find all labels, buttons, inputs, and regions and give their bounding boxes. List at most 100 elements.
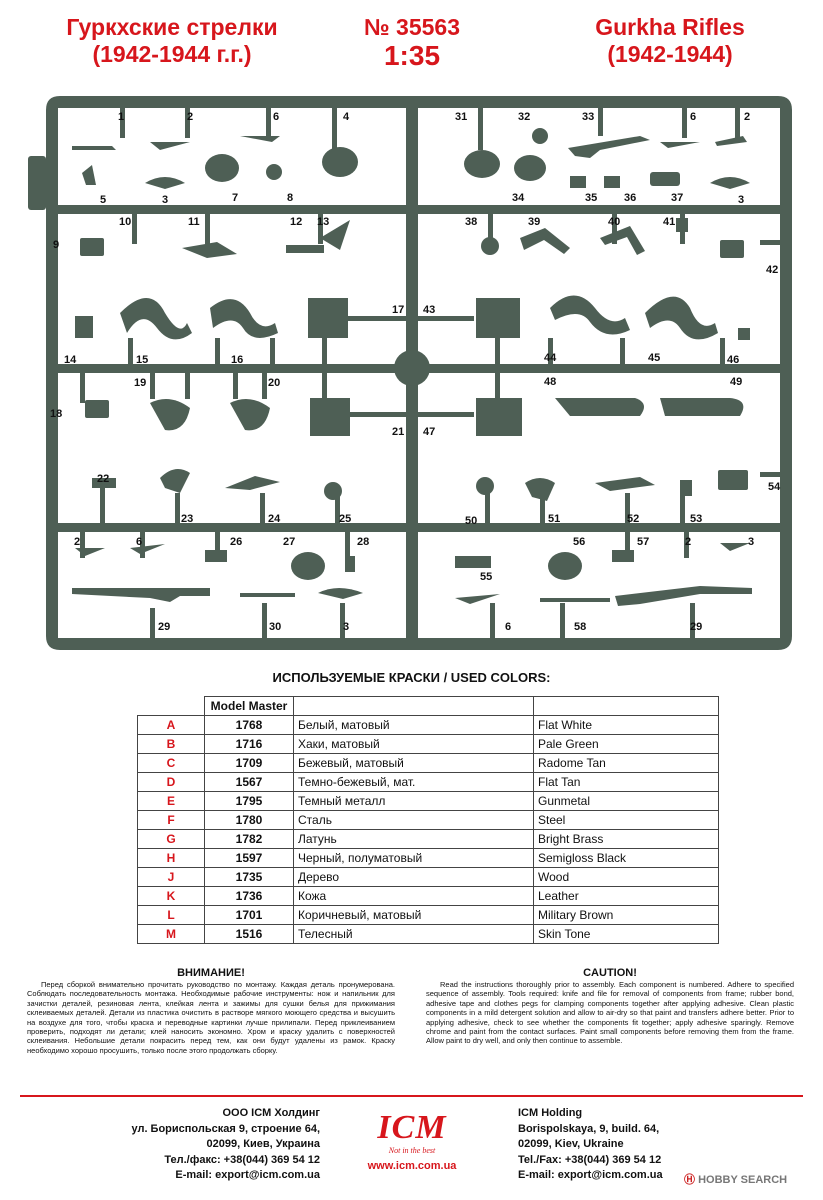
part-number: 53 (690, 513, 703, 525)
address-russian: ООО ICM Холдинг ул. Бориспольская 9, стр… (80, 1106, 320, 1184)
header-empty (138, 697, 205, 716)
address-line: E-mail: export@icm.com.ua (175, 1169, 320, 1181)
address-line: Tel./Fax: +38(044) 369 54 12 (518, 1153, 662, 1166)
color-code-cell: 1736 (204, 886, 294, 906)
part-number: 54 (768, 481, 781, 493)
color-ru-cell: Темно-бежевый, мат. (293, 772, 534, 792)
part-number: 45 (648, 352, 661, 364)
title-russian-line2: (1942-1944 г.г.) (92, 41, 252, 67)
title-russian-line1: Гуркхские стрелки (66, 14, 278, 40)
address-line: ООО ICM Холдинг (222, 1107, 320, 1119)
color-code-cell: 1567 (204, 772, 294, 792)
part-number: 2 (685, 536, 692, 548)
part-number: 19 (134, 377, 147, 389)
part-number: 9 (53, 239, 60, 251)
color-letter-cell: A (137, 715, 205, 735)
part-number: 2 (74, 536, 81, 548)
part-number: 3 (738, 194, 745, 206)
logo-tagline: Not in the best (388, 1146, 436, 1155)
part-number: 38 (465, 216, 478, 228)
part-number: 49 (730, 376, 743, 388)
color-en-cell: Gunmetal (533, 791, 719, 811)
kit-scale: 1:35 (383, 40, 441, 71)
part-number: 27 (283, 536, 296, 548)
part-number: 50 (465, 515, 478, 527)
part-number: 44 (544, 352, 557, 364)
part-number: 52 (627, 513, 640, 525)
part-number: 15 (136, 354, 149, 366)
color-code-cell: 1709 (204, 753, 294, 773)
part-number: 41 (663, 216, 676, 228)
part-number: 10 (119, 216, 132, 228)
part-number: 18 (50, 408, 63, 420)
part-number: 7 (232, 192, 239, 204)
sprue-diagram: 1 2 6 4 31 32 33 6 2 5 3 7 8 34 35 36 37… (0, 88, 823, 658)
part-number: 6 (690, 111, 697, 123)
color-letter-cell: C (137, 753, 205, 773)
kit-info: № 35563 1:35 (352, 14, 472, 71)
color-code-cell: 1780 (204, 810, 294, 830)
part-number: 3 (748, 536, 755, 548)
kit-number: № 35563 (364, 14, 460, 40)
part-number: 4 (343, 111, 350, 123)
header-model-master: Model Master (204, 696, 294, 716)
header-russian (293, 696, 534, 716)
color-ru-cell: Кожа (293, 886, 534, 906)
color-letter-cell: D (137, 772, 205, 792)
color-ru-cell: Бежевый, матовый (293, 753, 534, 773)
part-number: 29 (158, 621, 171, 633)
color-letter-cell: B (137, 734, 205, 754)
color-code-cell: 1701 (204, 905, 294, 925)
color-en-cell: Military Brown (533, 905, 719, 925)
part-number: 21 (392, 426, 405, 438)
part-number: 2 (187, 111, 194, 123)
color-ru-cell: Латунь (293, 829, 534, 849)
part-number: 51 (548, 513, 561, 525)
part-number: 5 (100, 194, 107, 206)
part-number: 12 (290, 216, 303, 228)
color-code-cell: 1795 (204, 791, 294, 811)
address-english: ICM Holding Borispolskaya, 9, build. 64,… (518, 1106, 758, 1184)
part-number: 40 (608, 216, 621, 228)
part-number: 57 (637, 536, 650, 548)
color-en-cell: Flat Tan (533, 772, 719, 792)
color-ru-cell: Белый, матовый (293, 715, 534, 735)
color-letter-cell: G (137, 829, 205, 849)
part-number: 16 (231, 354, 244, 366)
header-english (533, 696, 719, 716)
part-number: 36 (624, 192, 637, 204)
address-line: Тел./факс: +38(044) 369 54 12 (164, 1153, 320, 1166)
part-number: 25 (339, 513, 352, 525)
part-number: 1 (118, 111, 125, 123)
color-code-cell: 1716 (204, 734, 294, 754)
part-number: 6 (136, 536, 143, 548)
part-number: 24 (268, 513, 281, 525)
logo-website[interactable]: www.icm.com.ua (367, 1160, 457, 1172)
divider-line (20, 1095, 803, 1097)
color-en-cell: Radome Tan (533, 753, 719, 773)
color-ru-cell: Черный, полуматовый (293, 848, 534, 868)
icm-logo: ICM Not in the best www.icm.com.ua (352, 1110, 472, 1190)
part-number: 28 (357, 536, 370, 548)
part-number: 22 (97, 473, 110, 485)
color-ru-cell: Телесный (293, 924, 534, 944)
color-letter-cell: M (137, 924, 205, 944)
part-number: 39 (528, 216, 541, 228)
color-en-cell: Semigloss Black (533, 848, 719, 868)
part-number: 6 (505, 621, 512, 633)
color-letter-cell: F (137, 810, 205, 830)
color-letter-cell: H (137, 848, 205, 868)
color-letter-cell: K (137, 886, 205, 906)
color-en-cell: Pale Green (533, 734, 719, 754)
address-line: 02099, Киев, Украина (206, 1138, 320, 1150)
color-code-cell: 1768 (204, 715, 294, 735)
part-number: 20 (268, 377, 281, 389)
part-number: 26 (230, 536, 243, 548)
part-number: 14 (64, 354, 77, 366)
part-number: 3 (162, 194, 169, 206)
sprue-frame-graphic (28, 96, 792, 650)
